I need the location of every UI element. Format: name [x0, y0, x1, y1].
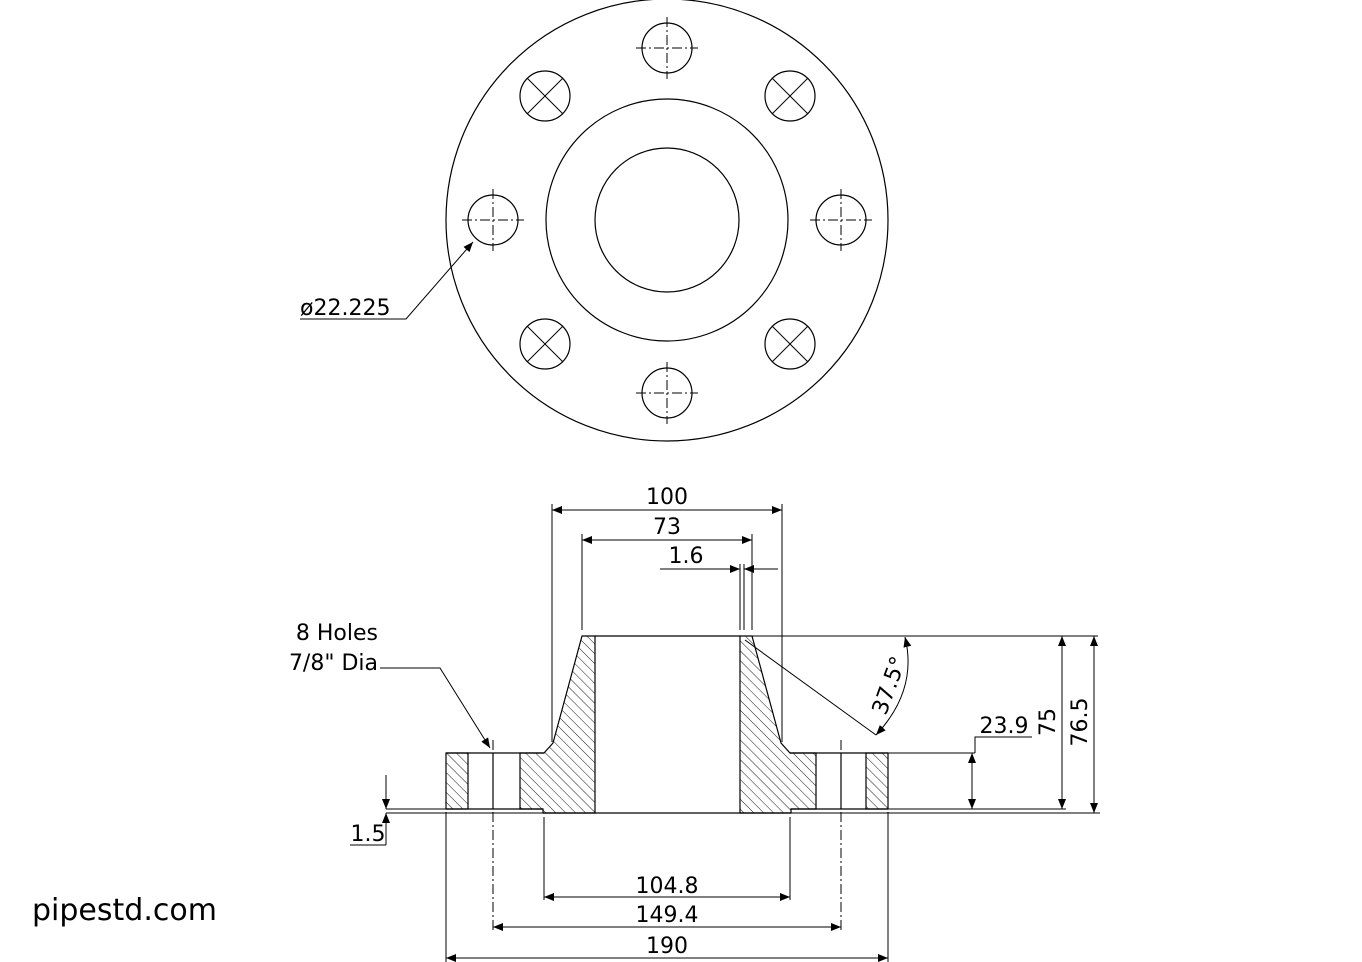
bolt-hole-right	[810, 189, 872, 251]
top-view: ø22.225	[300, 0, 889, 442]
brand-watermark: pipestd.com	[32, 893, 217, 928]
dim-bevel-angle: 37.5°	[868, 636, 912, 736]
dim-hub-diameter: 100	[552, 485, 782, 514]
dim-flange-thickness-label: 23.9	[980, 714, 1029, 739]
bolt-hole-bottom-right	[764, 318, 816, 370]
dim-hub-length: 75	[1036, 636, 1066, 809]
hub-circle	[545, 98, 789, 342]
dim-raised-face-height: 1.5	[350, 775, 390, 847]
dim-outside-diameter-label: 190	[646, 934, 688, 959]
dim-weld-land: 1.6	[660, 544, 778, 573]
bore-circle	[594, 147, 740, 293]
dim-weld-land-label: 1.6	[669, 544, 704, 569]
holes-note: 8 Holes 7/8" Dia	[289, 621, 491, 749]
dim-bore-diameter: 73	[582, 515, 752, 544]
dim-bolt-circle: 149.4	[493, 903, 841, 931]
bolt-hole-top-left	[519, 70, 571, 122]
bolt-hole-left	[462, 189, 524, 251]
flange-outer-circle	[445, 0, 889, 442]
dim-raised-face-diameter-label: 104.8	[636, 874, 699, 899]
holes-note-line2: 7/8" Dia	[289, 651, 378, 676]
hole-diameter-leader: ø22.225	[300, 241, 474, 321]
flange-outline	[446, 635, 888, 814]
hole-diameter-label: ø22.225	[300, 296, 390, 321]
dim-overall-length: 76.5	[1068, 636, 1098, 813]
dim-raised-face-diameter: 104.8	[544, 874, 790, 901]
dim-overall-length-label: 76.5	[1068, 698, 1093, 747]
dim-flange-thickness: 23.9	[968, 714, 1032, 809]
bolt-hole-bottom	[636, 362, 698, 424]
bolt-hole-top	[636, 17, 698, 79]
dim-outside-diameter: 190	[446, 934, 888, 962]
side-view: 100 73 1.6 37.5° 23.9 75	[289, 485, 1100, 962]
dim-bolt-circle-label: 149.4	[636, 903, 699, 928]
dim-hub-length-label: 75	[1036, 708, 1061, 736]
dim-bore-diameter-label: 73	[653, 515, 681, 540]
dim-raised-face-height-label: 1.5	[351, 822, 386, 847]
extension-lines	[386, 504, 1100, 962]
hatched-section	[445, 635, 889, 814]
bolt-hole-bottom-left	[519, 318, 571, 370]
dim-hub-diameter-label: 100	[646, 485, 688, 510]
holes-note-line1: 8 Holes	[296, 621, 378, 646]
bolt-hole-top-right	[764, 70, 816, 122]
